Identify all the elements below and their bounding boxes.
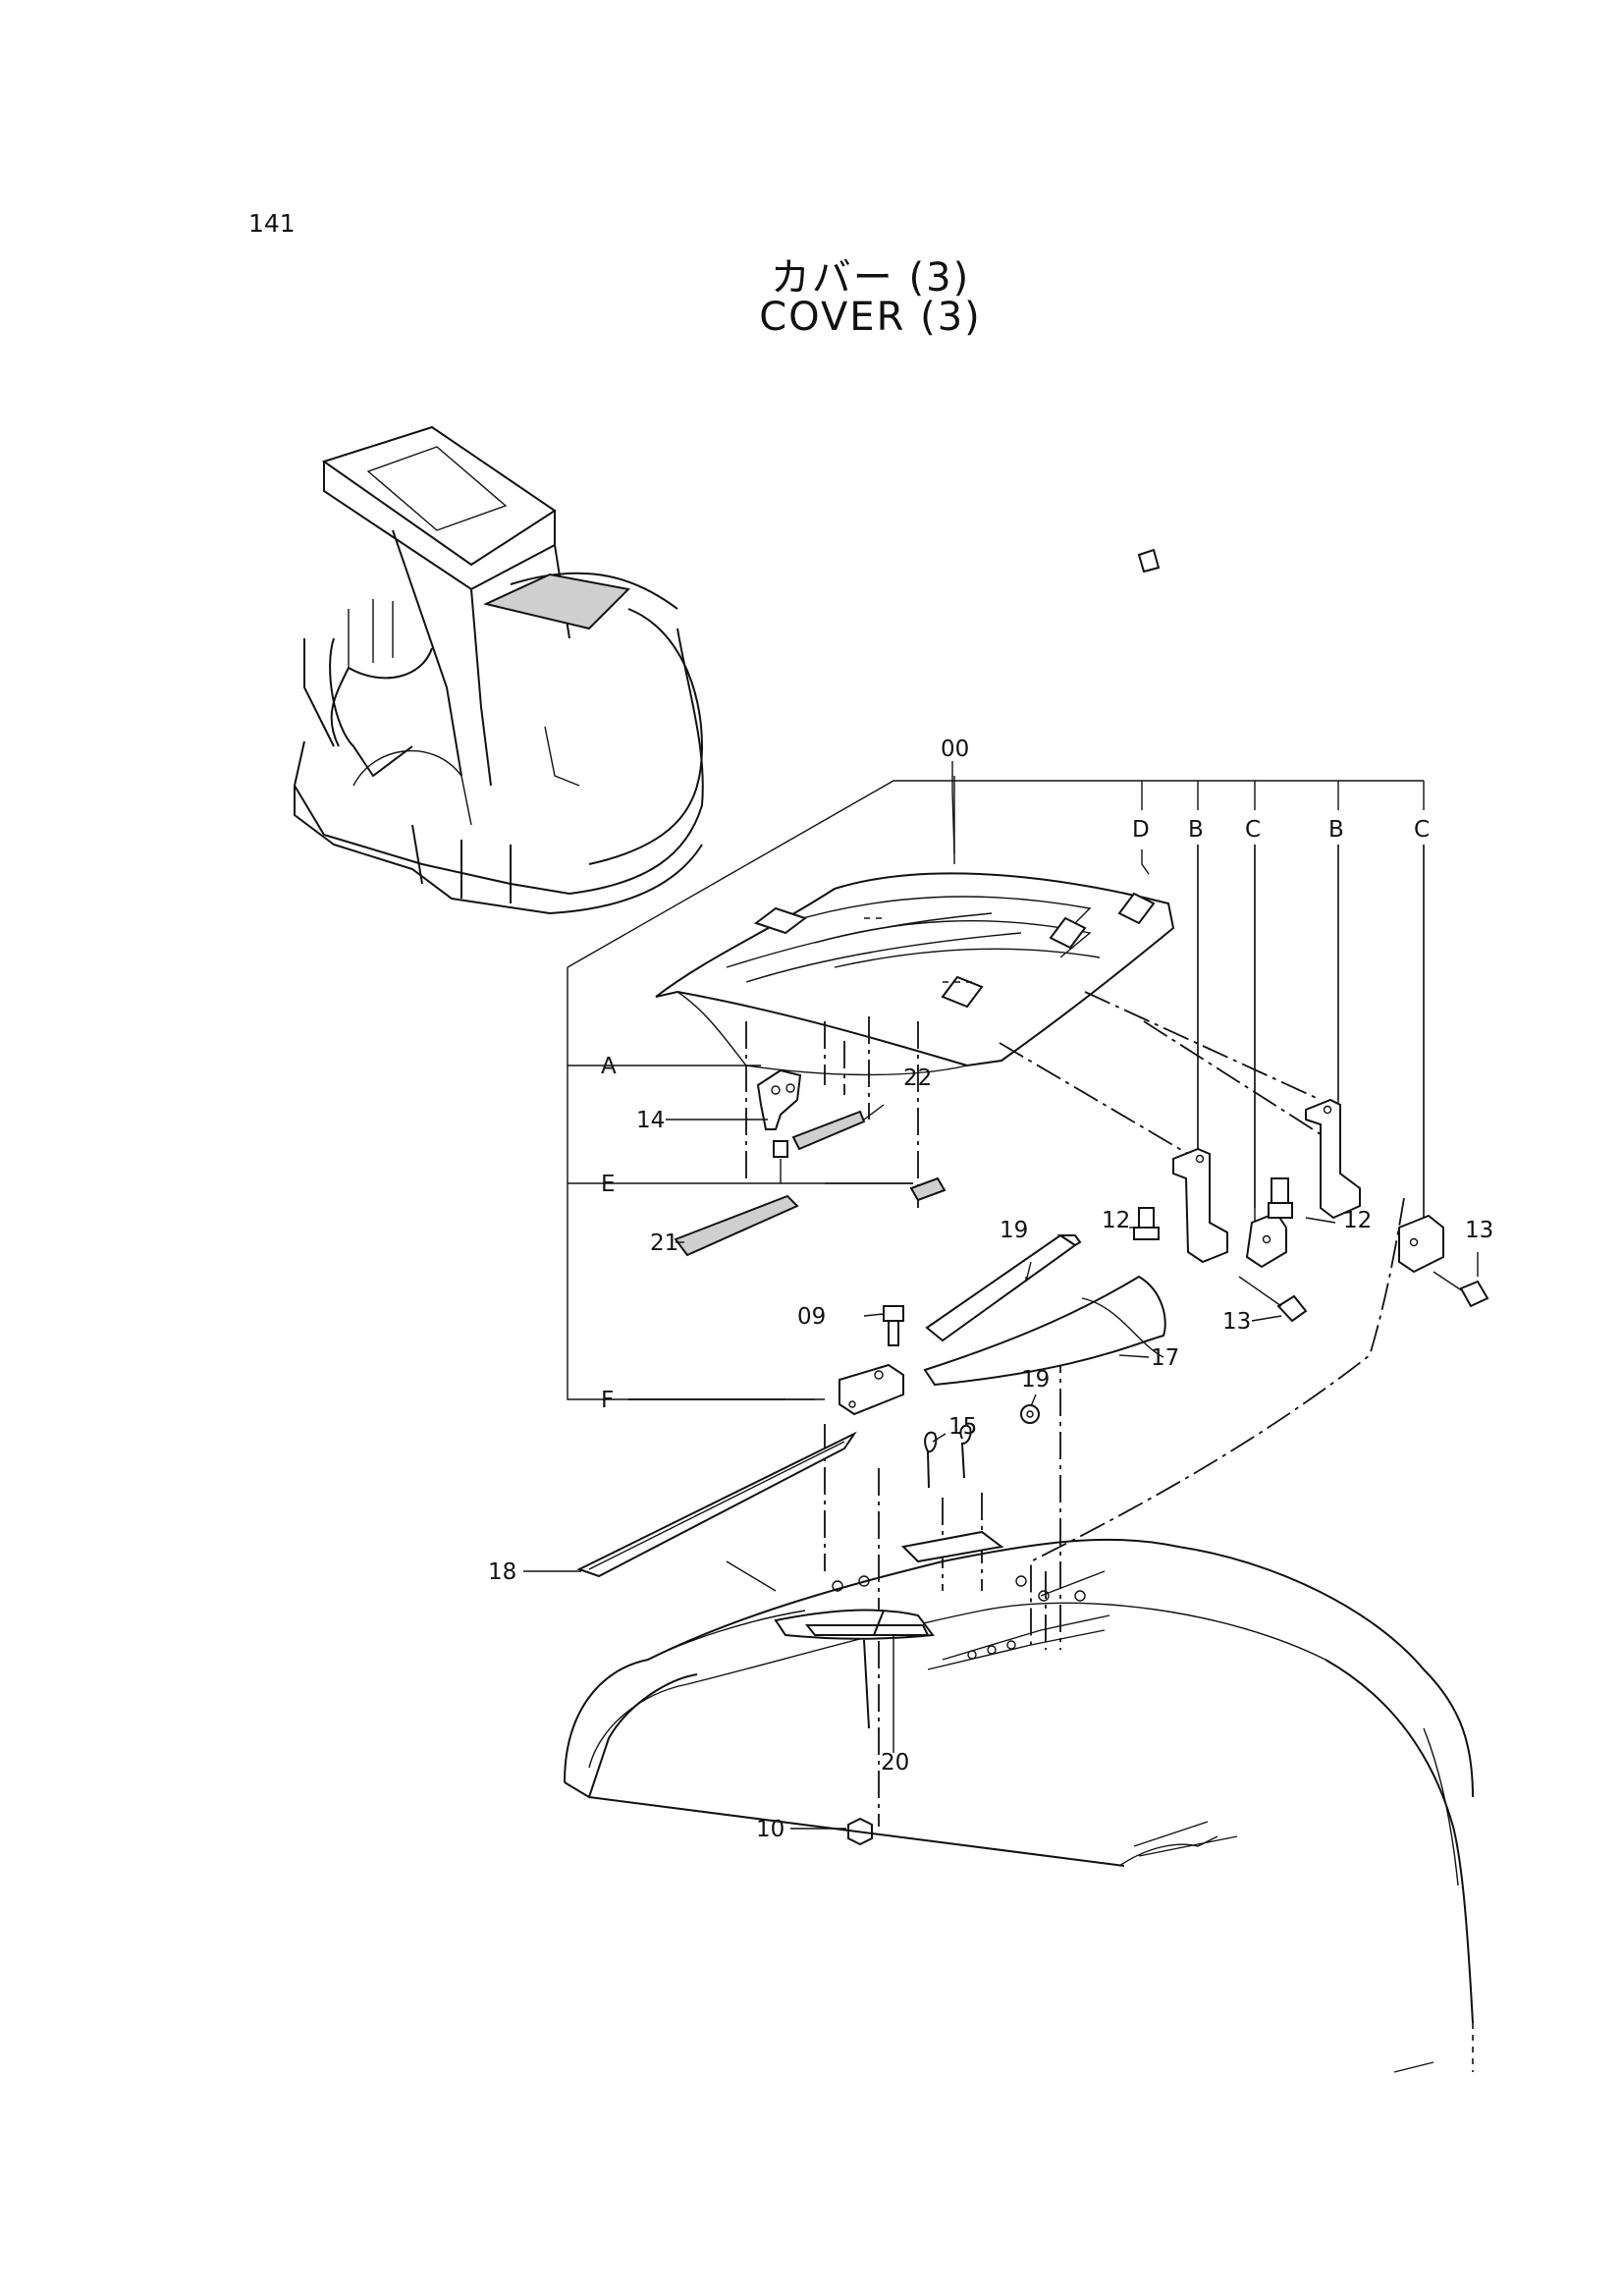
callout-labels: 00 D B C B C A E F 22 14 21 12 12 13 13 … [488,737,1493,1842]
label-17: 17 [1151,1345,1179,1371]
block-f-part [839,1363,904,1416]
bracket-a-part [756,1068,802,1183]
label-19-top: 19 [1000,1218,1028,1243]
label-22: 22 [903,1066,932,1091]
label-d-top: D [1132,817,1150,843]
label-b-1: B [1188,817,1204,843]
label-00: 00 [941,737,969,762]
label-c-2: C [1414,817,1430,843]
label-10: 10 [756,1817,784,1842]
label-09: 09 [797,1304,826,1330]
label-13-bottom: 13 [1222,1309,1251,1335]
label-leaders [523,761,1479,1830]
label-18: 18 [488,1559,516,1585]
label-12-left: 12 [1102,1208,1130,1233]
label-c-1: C [1245,817,1261,843]
clips-15 [924,1424,972,1489]
title-english: COVER (3) [759,295,982,340]
bracket-b-c-parts [1172,1098,1444,1274]
label-19-bottom: 19 [1021,1367,1050,1393]
label-e: E [601,1172,616,1197]
dash-dot-leaders [745,991,1405,1827]
label-15: 15 [948,1414,977,1440]
label-a: A [601,1054,617,1079]
machine-overview-sketch [293,425,704,914]
rail-18-part [576,1431,857,1578]
bolts-and-nuts [847,548,1489,1846]
title-japanese: カバー (3) [770,255,971,301]
top-cover-part [655,872,1175,1076]
label-b-2: B [1328,817,1344,843]
label-f: F [601,1388,614,1413]
seal-pads [674,1110,947,1257]
label-20: 20 [881,1750,909,1776]
page-number: 141 [248,209,296,238]
strip-19-and-cover-17 [923,1233,1166,1387]
machine-body-lower [564,1530,1474,2073]
label-14: 14 [636,1108,665,1133]
label-13-right: 13 [1465,1218,1493,1243]
label-21: 21 [650,1230,678,1256]
label-12-right: 12 [1343,1208,1372,1233]
